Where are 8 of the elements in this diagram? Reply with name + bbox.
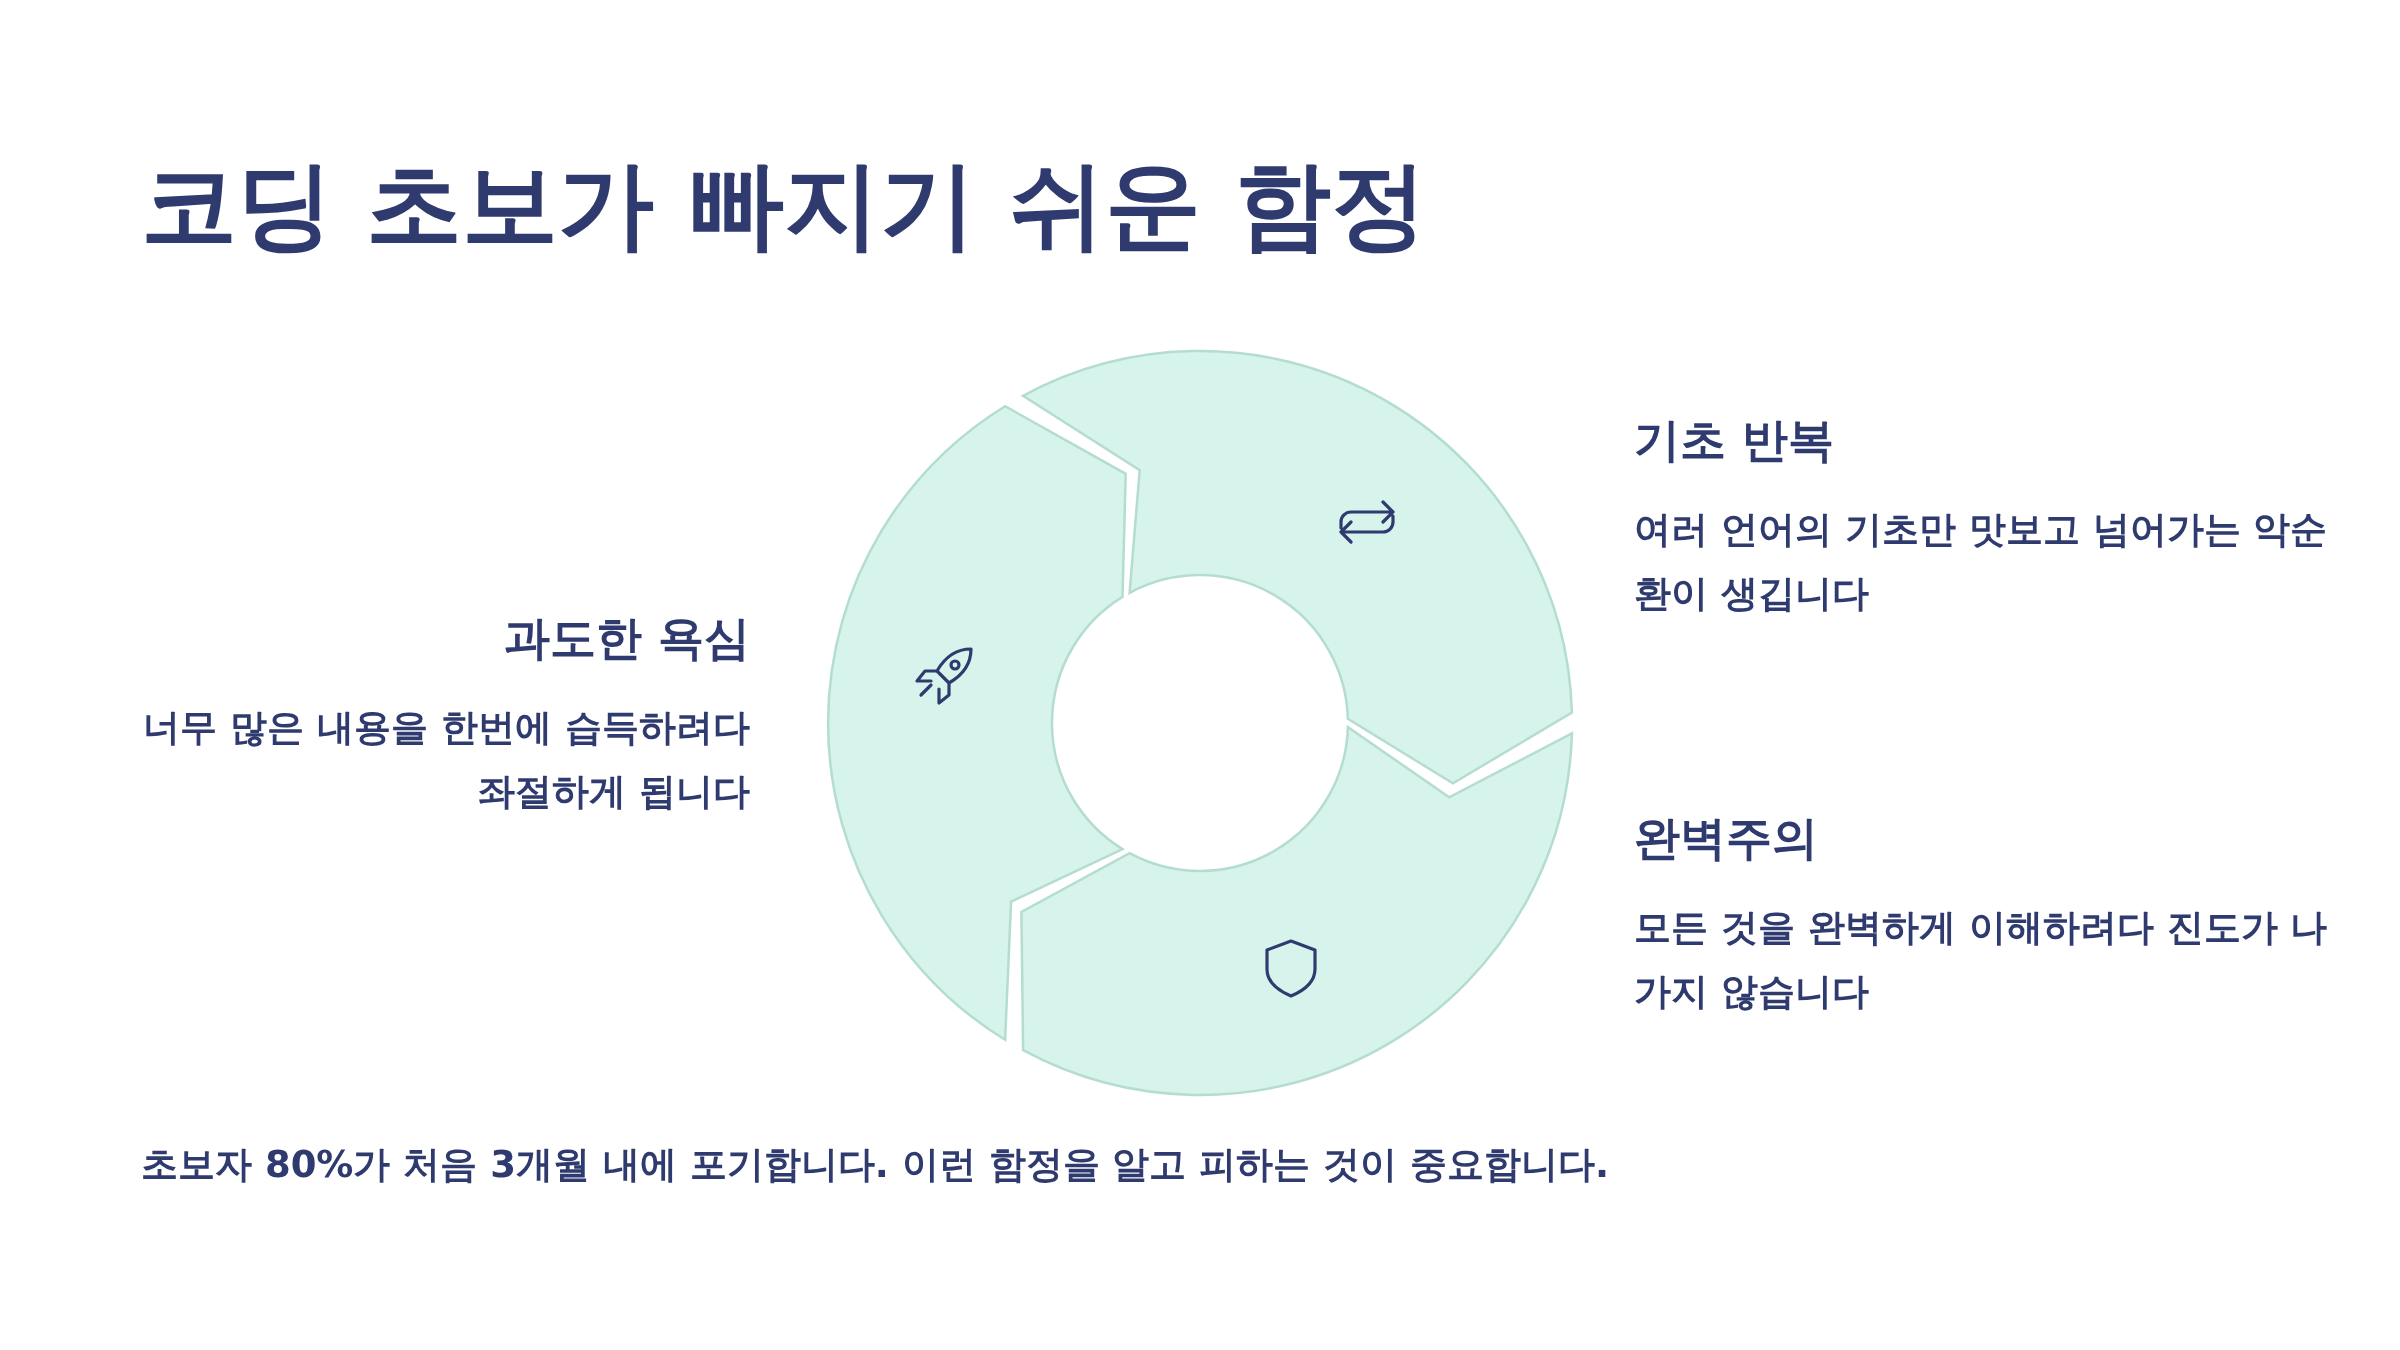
description-text: 여러 언어의 기초만 맛보고 넘어가는 악순환이 생깁니다 [1634,507,2329,617]
description-text: 너무 많은 내용을 한번에 습득하려다 좌절하게 됩니다 [142,705,750,815]
heading: 완벽주의 [1634,810,1819,867]
caption: 초보자 80%가 처음 3개월 내에 포기합니다. 이런 함정을 알고 피하는 것이 중요합니다. [141,1142,1610,1188]
description-text: 모든 것을 완벽하게 이해하려다 진도가 나가지 않습니다 [1634,905,2329,1015]
title: 코딩 초보가 빠지기 쉬운 함정 [141,148,1427,263]
heading: 과도한 욕심 [503,610,750,667]
heading: 기초 반복 [1634,412,1835,469]
